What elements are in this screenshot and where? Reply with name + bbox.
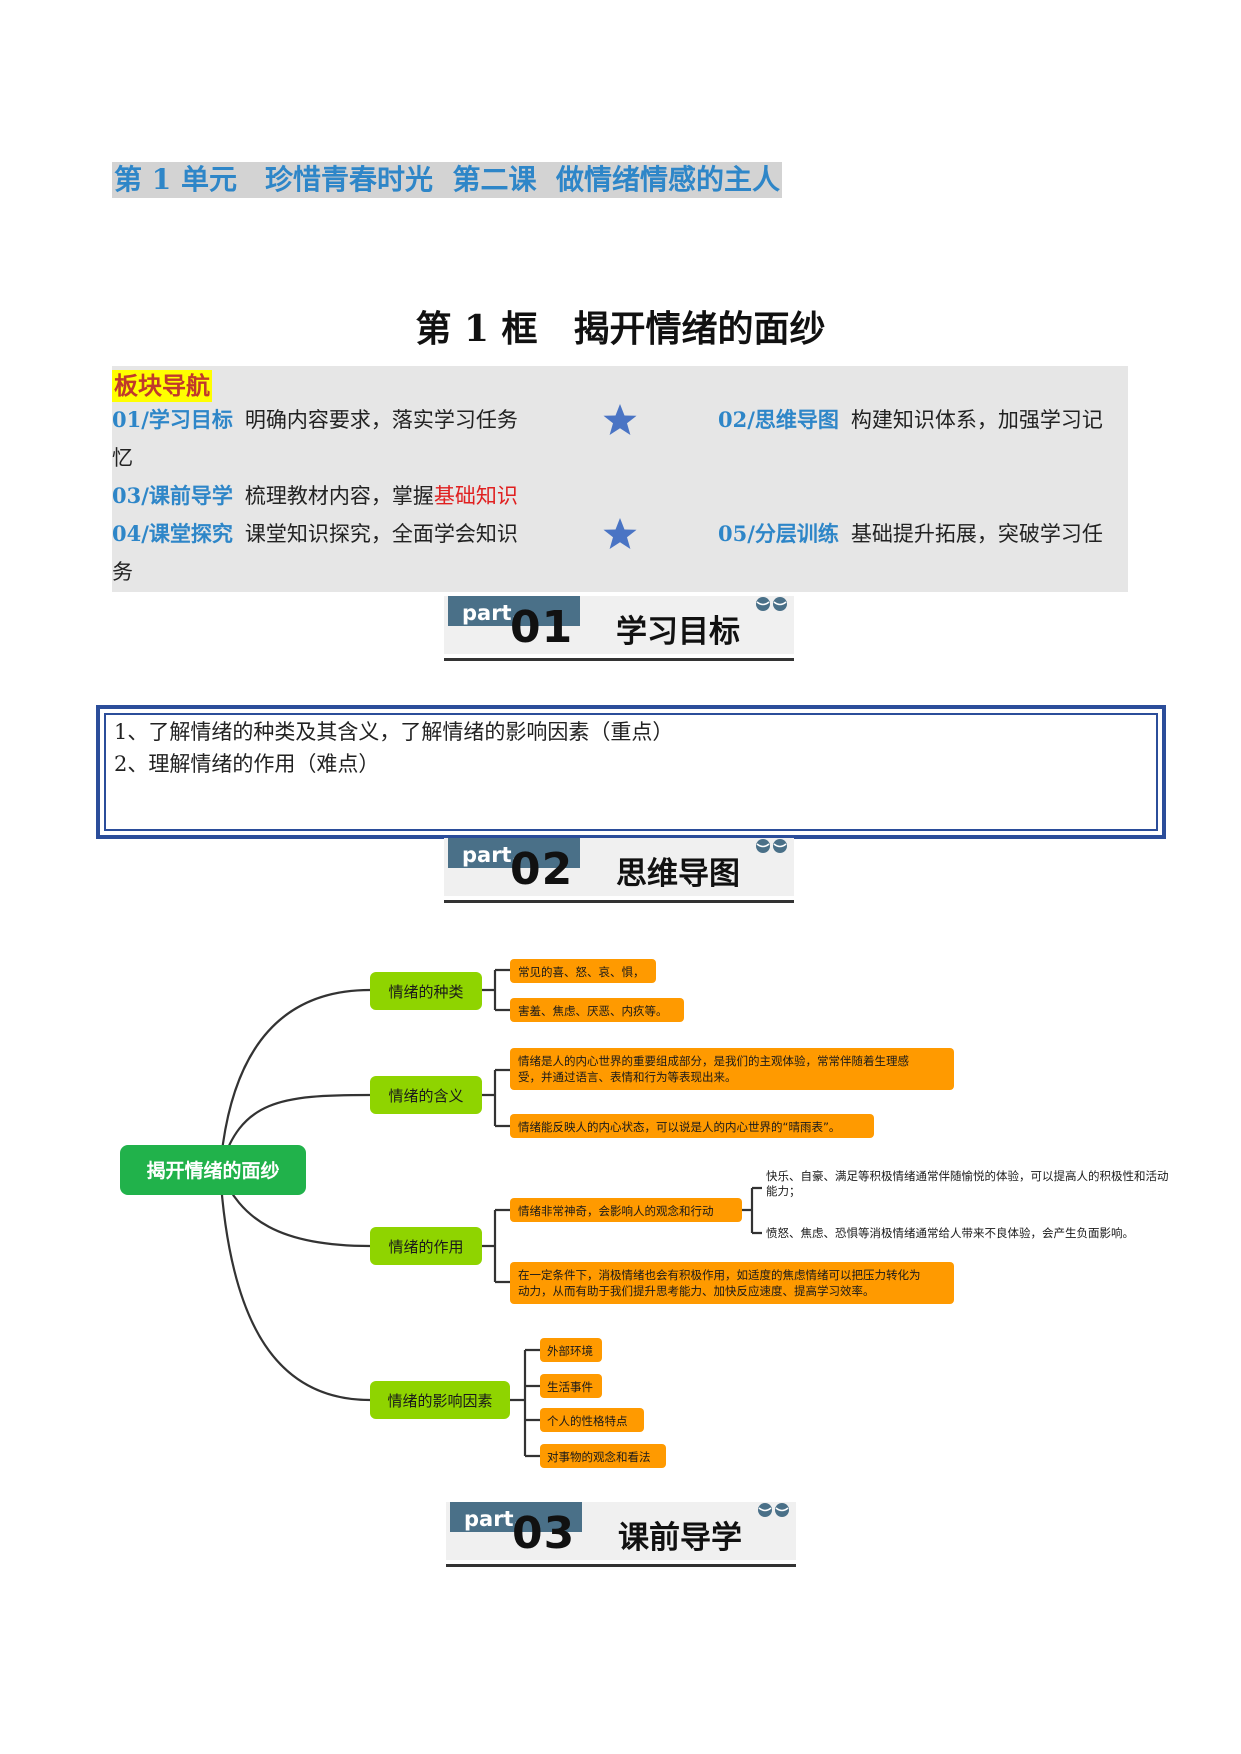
svg-text:个人的性格特点: 个人的性格特点 [547, 1414, 628, 1428]
learning-goals-inner: 1、了解情绪的种类及其含义，了解情绪的影响因素（重点） 2、理解情绪的作用（难点… [104, 713, 1158, 831]
mind-map-subtext: 快乐、自豪、满足等积极情绪通常伴随愉悦的体验，可以提高人的积极性和活动 能力； … [766, 1169, 1169, 1240]
mind-map-leaf: 情绪是人的内心世界的重要组成部分，是我们的主观体验，常常伴随着生理感 受，并通过… [510, 1048, 954, 1090]
svg-text:情绪能反映人的内心状态，可以说是人的内心世界的“晴雨表”。: 情绪能反映人的内心状态，可以说是人的内心世界的“晴雨表”。 [518, 1120, 840, 1134]
nav-item-05-wrap: 务 [112, 560, 133, 584]
svg-text:愤怒、焦虑、恐惧等消极情绪通常给人带来不良体验，会产生负面影: 愤怒、焦虑、恐惧等消极情绪通常给人带来不良体验，会产生负面影响。 [766, 1226, 1134, 1240]
svg-text:情绪的影响因素: 情绪的影响因素 [387, 1392, 492, 1410]
svg-text:在一定条件下，消极情绪也会有积极作用，如适度的焦虑情绪可以把: 在一定条件下，消极情绪也会有积极作用，如适度的焦虑情绪可以把压力转化为 [518, 1268, 921, 1282]
globe-dots-icon [756, 597, 787, 611]
part-label: 课前导学 [618, 1520, 742, 1556]
mind-map-leaf: 害羞、焦虑、厌恶、内疚等。 [510, 998, 684, 1022]
nav-item-01[interactable]: 01/学习目标明确内容要求，落实学习任务 [112, 406, 518, 434]
mind-map-leaf: 在一定条件下，消极情绪也会有积极作用，如适度的焦虑情绪可以把压力转化为 动力，从… [510, 1262, 954, 1304]
nav-item-text: 基础提升拓展，突破学习任 [850, 522, 1103, 546]
unit-title: 第 1 单元 珍惜青春时光 第二课 做情绪情感的主人 [112, 162, 782, 198]
part-tag: part. [448, 596, 580, 626]
svg-text:害羞、焦虑、厌恶、内疚等。: 害羞、焦虑、厌恶、内疚等。 [518, 1004, 668, 1018]
mind-map-root: 揭开情绪的面纱 [120, 1145, 306, 1195]
svg-text:情绪非常神奇，会影响人的观念和行动: 情绪非常神奇，会影响人的观念和行动 [518, 1204, 714, 1218]
nav-item-02-wrap: 忆 [112, 446, 133, 470]
nav-item-03[interactable]: 03/课前导学梳理教材内容，掌握基础知识 [112, 482, 518, 510]
star-icon [603, 518, 637, 549]
part-number: 01 [510, 602, 574, 653]
svg-text:快乐、自豪、满足等积极情绪通常伴随愉悦的体验，可以提高人的积: 快乐、自豪、满足等积极情绪通常伴随愉悦的体验，可以提高人的积极性和活动 [766, 1169, 1169, 1183]
nav-item-05[interactable]: 05/分层训练基础提升拓展，突破学习任 [718, 520, 1103, 548]
svg-text:外部环境: 外部环境 [547, 1344, 593, 1358]
svg-text:情绪的作用: 情绪的作用 [388, 1238, 463, 1256]
nav-item-text: 课堂知识探究，全面学会知识 [244, 522, 518, 546]
part-word: part. [462, 843, 520, 867]
part-number: 02 [510, 844, 574, 895]
nav-item-text: 梳理教材内容，掌握 [244, 484, 434, 508]
banner-underline [444, 900, 794, 903]
goal-item: 1、了解情绪的种类及其含义，了解情绪的影响因素（重点） [114, 720, 674, 744]
nav-item-key: 04/课堂探究 [112, 521, 233, 546]
banner-underline [444, 658, 794, 661]
part-tag: part. [450, 1502, 582, 1532]
part-banner-03: part. 03 课前导学 [446, 1498, 796, 1568]
nav-item-text: 明确内容要求，落实学习任务 [244, 408, 518, 432]
section-navigation: 板块导航 01/学习目标明确内容要求，落实学习任务 02/思维导图构建知识体系，… [112, 366, 1128, 592]
mind-map-leaf: 外部环境 [540, 1338, 602, 1362]
part-banner-01: part. 01 学习目标 [444, 592, 794, 662]
globe-dots-icon [756, 839, 787, 853]
mind-map-leaf: 生活事件 [540, 1374, 602, 1398]
mind-map-leaf: 个人的性格特点 [540, 1408, 644, 1432]
globe-dots-icon [758, 1503, 789, 1517]
svg-text:受，并通过语言、表情和行为等表现出来。: 受，并通过语言、表情和行为等表现出来。 [518, 1070, 737, 1084]
svg-text:生活事件: 生活事件 [547, 1380, 593, 1394]
part-banner-02: part. 02 思维导图 [444, 834, 794, 904]
mind-map-branch: 情绪的种类 [370, 972, 482, 1010]
nav-item-key: 05/分层训练 [718, 521, 839, 546]
mind-map-branch: 情绪的含义 [370, 1076, 482, 1114]
svg-text:对事物的观念和看法: 对事物的观念和看法 [547, 1450, 651, 1464]
svg-text:动力，从而有助于我们提升思考能力、加快反应速度、提高学习效率: 动力，从而有助于我们提升思考能力、加快反应速度、提高学习效率。 [518, 1284, 875, 1298]
nav-item-key: 03/课前导学 [112, 483, 233, 508]
banner-underline [446, 1564, 796, 1567]
svg-text:能力；: 能力； [766, 1184, 801, 1198]
lesson-title: 第 1 框 揭开情绪的面纱 [415, 308, 826, 350]
mind-map-leaf: 情绪能反映人的内心状态，可以说是人的内心世界的“晴雨表”。 [510, 1114, 874, 1138]
mind-map-leaf: 常见的喜、怒、哀、惧， [510, 959, 656, 983]
part-label: 学习目标 [616, 614, 740, 650]
mind-map-branch: 情绪的影响因素 [370, 1381, 510, 1419]
goal-item: 2、理解情绪的作用（难点） [114, 752, 380, 776]
mind-map-leaf: 情绪非常神奇，会影响人的观念和行动 [510, 1198, 742, 1222]
nav-item-key: 01/学习目标 [112, 407, 233, 432]
learning-goals-box: 1、了解情绪的种类及其含义，了解情绪的影响因素（重点） 2、理解情绪的作用（难点… [96, 705, 1166, 839]
part-tag: part. [448, 838, 580, 868]
star-icon [603, 404, 637, 435]
nav-item-04[interactable]: 04/课堂探究课堂知识探究，全面学会知识 [112, 520, 518, 548]
nav-item-text: 构建知识体系，加强学习记 [850, 408, 1103, 432]
part-label: 思维导图 [616, 856, 740, 892]
svg-text:情绪的含义: 情绪的含义 [388, 1087, 463, 1105]
mind-map: 揭开情绪的面纱 情绪的种类 情绪的含义 情绪的作用 情绪的影响因素 常见的喜、怒… [120, 959, 1169, 1468]
nav-item-highlight: 基础知识 [433, 484, 518, 508]
svg-text:情绪是人的内心世界的重要组成部分，是我们的主观体验，常常伴随: 情绪是人的内心世界的重要组成部分，是我们的主观体验，常常伴随着生理感 [518, 1054, 909, 1068]
svg-text:揭开情绪的面纱: 揭开情绪的面纱 [146, 1159, 279, 1182]
mind-map-leaf: 对事物的观念和看法 [540, 1444, 666, 1468]
part-word: part. [462, 601, 520, 625]
part-word: part. [464, 1507, 522, 1531]
mind-map-branch: 情绪的作用 [370, 1227, 482, 1265]
svg-text:情绪的种类: 情绪的种类 [388, 983, 463, 1001]
nav-item-02[interactable]: 02/思维导图构建知识体系，加强学习记 [718, 406, 1103, 434]
svg-text:常见的喜、怒、哀、惧，: 常见的喜、怒、哀、惧， [518, 965, 645, 979]
part-number: 03 [512, 1508, 576, 1559]
nav-item-key: 02/思维导图 [718, 407, 839, 432]
nav-heading: 板块导航 [112, 370, 212, 402]
